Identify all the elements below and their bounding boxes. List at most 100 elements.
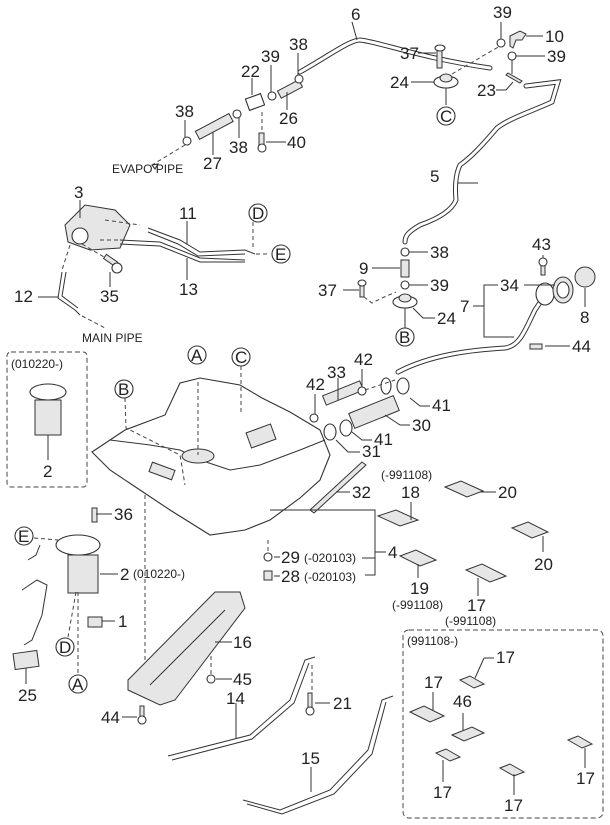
label-35: 35 — [100, 287, 119, 306]
ref-marker-b: B — [399, 328, 410, 347]
label-13: 13 — [179, 280, 198, 299]
label-15: 15 — [301, 749, 320, 768]
label-30: 30 — [412, 416, 431, 435]
filler-hoses — [299, 369, 430, 514]
fuel-tank-4 — [91, 366, 386, 690]
ref-marker-a: A — [191, 346, 203, 365]
label-12: 12 — [14, 287, 33, 306]
label-9: 9 — [359, 259, 368, 278]
label-6: 6 — [351, 5, 360, 24]
label-39: 39 — [547, 47, 566, 66]
label-36: 36 — [114, 505, 133, 524]
label-43: 43 — [532, 235, 551, 254]
label-19: 19 — [410, 579, 429, 598]
label-2: 2 — [120, 565, 129, 584]
label-41: 41 — [374, 430, 393, 449]
label-24: 24 — [437, 309, 456, 328]
ref-marker-a-pump: A — [72, 675, 84, 694]
label-44: 44 — [572, 337, 591, 356]
label-28: 28 — [281, 567, 300, 586]
label-2: 2 — [43, 462, 52, 481]
label-42: 42 — [306, 375, 325, 394]
valve-22 — [244, 78, 266, 132]
label-32: 32 — [352, 483, 371, 502]
label-31: 31 — [362, 442, 381, 461]
label-41: 41 — [432, 396, 451, 415]
ref-marker-d: D — [252, 204, 264, 223]
ref-marker-d-pump: D — [59, 638, 71, 657]
bracket-24-mid — [343, 247, 435, 328]
label-42: 42 — [354, 350, 373, 369]
pads-post991108 — [408, 657, 594, 795]
ref-markers: C D E B A C B E D A — [14, 106, 456, 694]
label-20: 20 — [534, 555, 553, 574]
label-29: 29 — [281, 548, 300, 567]
ref-marker-e-pump: E — [18, 527, 29, 546]
pipe-12 — [38, 244, 106, 329]
date-code-28: (-020103) — [304, 570, 356, 584]
label-37: 37 — [318, 281, 337, 300]
main-pipe-note: MAIN PIPE — [82, 331, 143, 345]
label-17: 17 — [504, 796, 523, 815]
ref-marker-b-tank: B — [118, 380, 129, 399]
ref-marker-c: C — [440, 107, 452, 126]
label-7: 7 — [460, 297, 469, 316]
label-23: 23 — [477, 81, 496, 100]
label-17: 17 — [433, 783, 452, 802]
hose-27 — [194, 112, 234, 155]
ref-marker-c-tank: C — [235, 348, 247, 367]
label-22: 22 — [241, 62, 260, 81]
label-5: 5 — [430, 167, 439, 186]
callout-labels: 6 39 10 37 39 24 23 38 39 22 26 38 38 40… — [11, 3, 595, 815]
label-38: 38 — [289, 35, 308, 54]
label-46: 46 — [453, 692, 472, 711]
label-44: 44 — [101, 708, 120, 727]
label-38: 38 — [229, 138, 248, 157]
label-24: 24 — [390, 73, 409, 92]
label-10: 10 — [545, 27, 564, 46]
pad-variant-box — [402, 629, 604, 819]
pads-pre991108 — [376, 480, 550, 596]
bracket-24-top — [411, 22, 545, 105]
vapor-pipe-5 — [402, 79, 562, 245]
label-39: 39 — [493, 3, 512, 22]
evapo-pipe-note: EVAPO PIPE — [112, 162, 183, 176]
bolt-35 — [81, 243, 123, 287]
date-code-19: (-991108) — [392, 598, 443, 612]
clamps-top — [151, 53, 304, 170]
date-code-pump-main: (010220-) — [133, 567, 185, 581]
label-17: 17 — [496, 648, 515, 667]
pipes-11-13 — [100, 219, 270, 280]
fuel-pump-2 — [12, 507, 118, 684]
ref-marker-e: E — [275, 245, 286, 264]
label-27: 27 — [203, 154, 222, 173]
strap-14 — [167, 656, 316, 761]
label-16: 16 — [233, 633, 252, 652]
date-code-29: (-020103) — [304, 551, 356, 565]
label-39: 39 — [430, 276, 449, 295]
bolt-21 — [305, 665, 330, 716]
canister-3 — [64, 200, 131, 251]
label-14: 14 — [226, 689, 245, 708]
vapor-pipe-6 — [297, 21, 493, 75]
label-8: 8 — [580, 308, 589, 327]
fuel-pump-2-variant — [29, 383, 67, 460]
filler-neck-7 — [395, 255, 596, 375]
label-33: 33 — [327, 363, 346, 382]
label-37: 37 — [400, 44, 419, 63]
label-38: 38 — [430, 243, 449, 262]
label-4: 4 — [388, 543, 397, 562]
label-40: 40 — [287, 133, 306, 152]
hose-26 — [276, 79, 304, 110]
label-26: 26 — [279, 109, 298, 128]
label-3: 3 — [74, 183, 83, 202]
label-25: 25 — [18, 686, 37, 705]
label-17: 17 — [576, 769, 595, 788]
label-38: 38 — [175, 102, 194, 121]
label-17: 17 — [424, 673, 443, 692]
label-45: 45 — [233, 670, 252, 689]
date-code-17: (-991108) — [445, 614, 496, 628]
label-20: 20 — [498, 483, 517, 502]
